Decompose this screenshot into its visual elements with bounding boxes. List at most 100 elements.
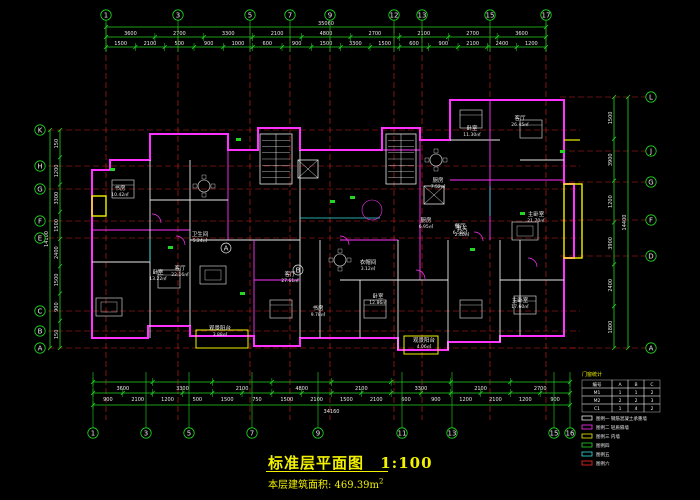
- dim-left-tick-8: [57, 345, 63, 351]
- dim-bottom-total-label-0: 34160: [324, 409, 340, 415]
- dining-table-left-chair-2: [201, 174, 207, 180]
- socket-7: [168, 246, 173, 249]
- title-underline: [266, 471, 388, 472]
- axis-top-0-text: 1: [104, 12, 108, 20]
- dim-bottom-b-label-8: 1500: [340, 397, 353, 403]
- door-swing-0: [175, 235, 186, 246]
- axis-bottom-2-text: 5: [187, 430, 191, 438]
- sofa-mid-body: [199, 265, 227, 285]
- axis-bottom-0-text: 1: [91, 430, 95, 438]
- room-area-10: 17.60㎡: [511, 303, 529, 310]
- dim-left-tick-7: [57, 318, 63, 324]
- axis-left-0-circle: [34, 124, 46, 136]
- unit-marker-0: [220, 242, 232, 254]
- sofa-mid-seat: [204, 269, 222, 281]
- axis-top-1-text: 3: [176, 12, 180, 20]
- axis-left-6-circle: [34, 325, 46, 337]
- dim-top-a-label-2: 3300: [222, 31, 235, 37]
- legend-cell-text-3-1: 1: [619, 406, 622, 412]
- bed-6-frame: [519, 119, 543, 139]
- legend-cell-text-0-3: C: [650, 382, 653, 388]
- legend-cell-text-1-1: 1: [619, 390, 622, 396]
- axis-bottom-4-text: 9: [316, 430, 320, 438]
- elevator-left-x2: [297, 159, 319, 179]
- axis-top-6-text: 13: [418, 12, 427, 20]
- dim-left-total-tick-0: [47, 127, 53, 133]
- dim-top-b-label-3: 900: [204, 41, 214, 47]
- axis-left-2-text: G: [37, 186, 42, 194]
- dim-left-label-0: 150: [54, 139, 60, 149]
- dim-left-tick-1: [57, 154, 63, 160]
- dim-top-b-label-12: 2100: [466, 41, 479, 47]
- legend-cell-text-1-3: 2: [651, 390, 654, 396]
- door-swing-3: [151, 213, 162, 224]
- sofa-right-body: [511, 221, 539, 241]
- socket-8: [470, 248, 475, 251]
- axis-top-3-text: 7: [288, 12, 292, 20]
- legend-cell-text-0-2: B: [634, 382, 637, 388]
- dining-table-right-chair-1: [442, 157, 448, 163]
- dining-table-mid-chair-3: [337, 266, 343, 272]
- bed-7-frame: [459, 109, 483, 129]
- socket-4: [560, 150, 565, 153]
- dim-top-b-label-8: 3300: [349, 41, 362, 47]
- sofa-right-seat: [516, 225, 534, 237]
- dim-left-tick-6: [57, 291, 63, 296]
- axis-right-4-circle: [645, 250, 657, 262]
- dim-top-a-label-7: 2700: [466, 31, 479, 37]
- axis-left-2-circle: [34, 183, 46, 195]
- legend-swatch-3: [581, 442, 593, 448]
- axis-right-0-circle: [645, 91, 657, 103]
- axis-top-5-text: 12: [390, 12, 399, 20]
- axis-bottom-3-text: 7: [250, 430, 254, 438]
- room-area-5: 27.61㎡: [281, 277, 299, 284]
- room-area-15: 6.95㎡: [419, 223, 434, 230]
- dim-right-tick-5: [611, 303, 617, 309]
- axis-left-7-text: A: [38, 345, 43, 353]
- axis-top-4-text: 9: [328, 12, 332, 20]
- legend-item-5: 图例六: [596, 460, 610, 467]
- title-text: 标准层平面图: [268, 454, 365, 472]
- dining-table-right: [429, 153, 443, 167]
- dim-top-b-label-9: 1500: [378, 41, 391, 47]
- axis-left-3-circle: [34, 215, 46, 227]
- dim-top-b-label-5: 600: [263, 41, 273, 47]
- room-name-9: 卧室: [372, 292, 384, 300]
- dim-right-tick-4: [611, 262, 617, 267]
- scale-text: 1:100: [380, 454, 433, 472]
- room-name-4: 卧室: [152, 268, 164, 276]
- dim-top-a-label-6: 2100: [417, 31, 430, 37]
- dim-left-total-tick-1: [47, 345, 53, 351]
- legend-cell-3-3: [643, 403, 661, 413]
- dim-right-tick-0: [611, 94, 617, 100]
- dim-left-label-3: 1500: [54, 219, 60, 232]
- dim-right-tick-6: [611, 345, 617, 351]
- axis-left-6-text: B: [38, 328, 43, 336]
- dim-bottom-b-label-13: 2100: [489, 397, 502, 403]
- legend-cell-text-0-1: A: [618, 382, 622, 388]
- axis-left-5-text: C: [38, 308, 43, 316]
- axis-bottom-6-text: 13: [448, 430, 457, 438]
- dim-bottom-b-label-7: 2100: [310, 397, 323, 403]
- dim-left-label-5: 1500: [54, 274, 60, 287]
- dim-top-b-label-6: 900: [292, 41, 302, 47]
- dim-bottom-b-label-0: 900: [103, 397, 113, 403]
- legend-cell-text-3-2: 4: [635, 406, 638, 412]
- dim-left-label-7: 150: [54, 330, 60, 340]
- room-area-7: 6.58㎡: [453, 229, 468, 236]
- axis-grid-lines: [48, 28, 648, 420]
- dim-top-b-label-14: 1200: [525, 41, 538, 47]
- axis-right-5-circle: [645, 342, 657, 354]
- legend-item-4: 图例五: [596, 451, 610, 458]
- fixtures: [110, 138, 565, 295]
- dim-bottom-b-label-5: 750: [252, 397, 262, 403]
- dining-table-left-chair-3: [201, 192, 207, 198]
- legend-item-3: 图例四: [596, 442, 610, 449]
- dim-right-label-0: 1500: [608, 112, 614, 125]
- dim-top-b-label-7: 1500: [320, 41, 333, 47]
- legend-cell-text-2-3: 3: [651, 398, 654, 404]
- dim-bottom-b-label-2: 1200: [161, 397, 174, 403]
- exterior-wall: [91, 99, 575, 351]
- room-name-17: 卧室: [466, 124, 478, 132]
- dim-top-b-label-10: 600: [409, 41, 419, 47]
